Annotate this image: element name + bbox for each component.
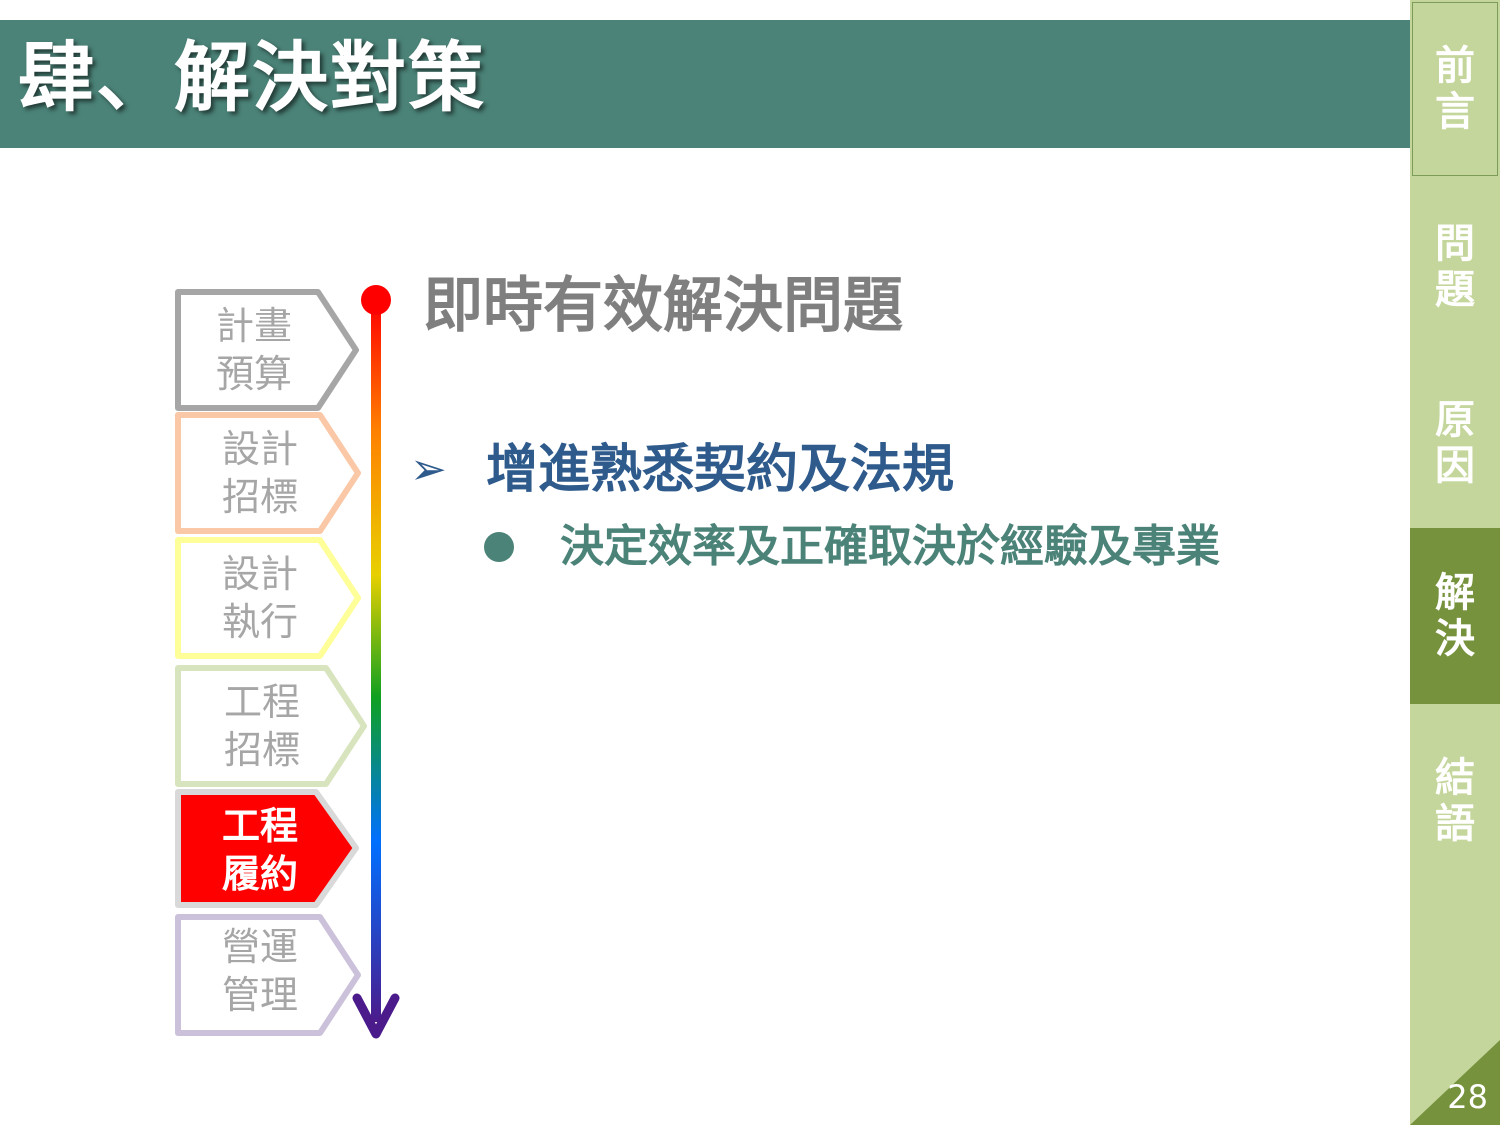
section-subtitle: 即時有效解決問題 bbox=[423, 271, 903, 341]
sidebar-item-label: 結語 bbox=[1435, 755, 1475, 847]
stage-label-works-tender: 工程 招標 bbox=[223, 680, 300, 772]
bullet-level2-text: 決定效率及正確取決於經驗及專業 bbox=[560, 521, 1220, 572]
stage-timeline: 計畫 預算 設計 招標 設計 執行 工程 招標 工程 履約 營運 管理 bbox=[0, 0, 400, 1125]
sidebar-item-problem[interactable]: 問題 bbox=[1410, 180, 1500, 354]
stage-chevron-works-contract bbox=[175, 789, 359, 908]
sidebar-item-label: 前言 bbox=[1435, 43, 1475, 135]
sidebar-nav: 前言 問題 原因 解決 結語 28 bbox=[1410, 0, 1500, 1125]
stage-label-works-contract: 工程 履約 bbox=[221, 804, 298, 896]
stage-graphics bbox=[175, 285, 400, 1039]
sidebar-item-label: 解決 bbox=[1435, 570, 1475, 662]
page-number: 28 bbox=[1447, 1078, 1488, 1116]
stage-chevron-design-tender bbox=[175, 412, 361, 534]
bullet-level1: ➢ 增進熟悉契約及法規 bbox=[410, 440, 954, 500]
sidebar-item-conclusion[interactable]: 結語 bbox=[1410, 714, 1500, 888]
bullet-level2: 決定效率及正確取決於經驗及專業 bbox=[484, 520, 1220, 574]
dot-bullet-icon bbox=[484, 532, 514, 562]
sidebar-item-solution[interactable]: 解決 bbox=[1410, 528, 1500, 704]
sidebar-item-label: 原因 bbox=[1435, 397, 1475, 489]
timeline-arrow-shaft bbox=[371, 300, 381, 1022]
sidebar-item-cause[interactable]: 原因 bbox=[1410, 356, 1500, 530]
sidebar-item-preface[interactable]: 前言 bbox=[1412, 2, 1498, 176]
sidebar-item-label: 問題 bbox=[1435, 221, 1475, 313]
arrow-bullet-icon: ➢ bbox=[410, 444, 447, 495]
page-title: 肆、解決對策 bbox=[18, 33, 486, 122]
stage-label-design-exec: 設計 執行 bbox=[221, 552, 298, 644]
bullet-level1-text: 增進熟悉契約及法規 bbox=[486, 440, 955, 500]
stage-chevron-plan-budget bbox=[175, 289, 359, 411]
title-bar: 肆、解決對策 bbox=[0, 20, 1410, 148]
timeline-arrowhead bbox=[352, 993, 400, 1039]
page-corner-triangle bbox=[1410, 1040, 1500, 1125]
stage-chevron-operation bbox=[175, 914, 361, 1036]
timeline-start-dot bbox=[361, 285, 391, 315]
stage-label-plan-budget: 計畫 預算 bbox=[215, 304, 292, 396]
stage-label-operation: 營運 管理 bbox=[221, 925, 298, 1017]
stage-chevron-design-exec bbox=[175, 537, 361, 659]
stage-chevron-works-tender bbox=[175, 665, 367, 787]
stage-label-design-tender: 設計 招標 bbox=[221, 427, 298, 519]
